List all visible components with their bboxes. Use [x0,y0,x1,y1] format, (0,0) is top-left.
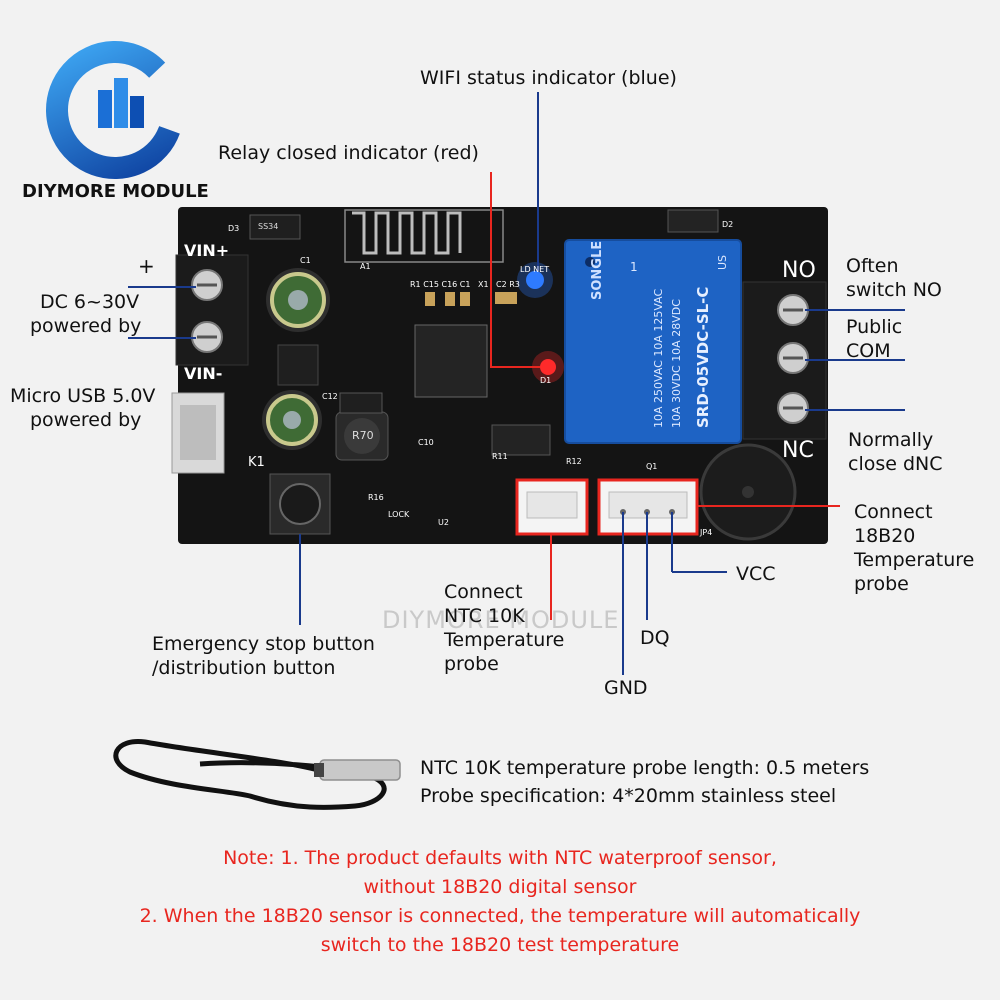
probe-info-spec: Probe specification: 4*20mm stainless st… [420,785,837,807]
diymore-logo [46,41,184,179]
label-wifi-indicator: WIFI status indicator (blue) [420,67,677,89]
silk-d1: D1 [540,376,552,385]
brand-name: DIYMORE MODULE [22,181,209,202]
relay-us: US [716,254,729,270]
silk-inductor: R70 [352,429,374,442]
label-vcc: VCC [736,563,776,585]
label-ds18b20-1: Connect [854,501,933,523]
label-relay-indicator: Relay closed indicator (red) [218,142,479,164]
label-ds18b20-2: 18B20 [854,525,916,547]
silk-ic-d3: SS34 [258,222,279,231]
relay [564,239,742,444]
silk-x1: X1 [478,280,489,289]
antenna-trace [352,211,462,255]
silk-r12: R12 [566,457,582,466]
silk-nc: NC [782,438,814,463]
silk-d3: D3 [228,224,240,233]
label-ds18b20-4: probe [854,573,909,595]
label-button-2: /distribution button [152,657,336,679]
silk-jp4: JP4 [700,528,713,537]
silk-vin-plus: VIN+ [184,241,230,260]
label-dq: DQ [640,627,670,649]
label-usb-power-2: powered by [30,409,142,431]
label-no-1: Often [846,255,899,277]
silk-led-net: LD NET [520,265,550,274]
note-line-2: without 18B20 digital sensor [363,876,637,898]
note-line-3: 2. When the 18B20 sensor is connected, t… [139,905,861,927]
silk-vin-minus: VIN- [184,364,223,383]
relay-number: 1 [630,260,638,274]
label-ntc-1: Connect [444,581,523,603]
relay-brand: SONGLE [590,240,605,300]
silk-k1: K1 [248,455,265,470]
mcu-chip [414,324,488,398]
label-nc-2: close dNC [848,453,943,475]
silk-r1c15: R1 C15 C16 C1 [410,280,471,289]
relay-led [540,359,556,375]
relay-model: SRD-05VDC-SL-C [694,286,712,428]
label-usb-power-1: Micro USB 5.0V [10,385,156,407]
silk-c12: C12 [322,392,338,401]
label-ntc-2: NTC 10K [444,605,525,627]
relay-rating-1: 10A 250VAC 10A 125VAC [652,288,665,428]
silk-u2: U2 [438,518,449,527]
label-no-2: switch NO [846,279,942,301]
label-com-1: Public [846,316,903,338]
callout-lines [128,92,905,675]
silk-c1: C1 [300,256,311,265]
probe-tip [314,759,401,781]
label-nc-1: Normally [848,429,934,451]
red-callout-lines [490,172,840,620]
label-com-2: COM [846,340,891,362]
silk-r16: R16 [368,493,384,502]
label-plus: + [138,254,155,278]
label-dc-power-1: DC 6~30V [40,291,140,313]
label-dc-power-2: powered by [30,315,142,337]
label-gnd: GND [604,677,648,699]
note-line-1: Note: 1. The product defaults with NTC w… [223,847,777,869]
silk-c10: C10 [418,438,434,447]
label-ds18b20-3: Temperature [854,549,975,571]
silk-lock: LOCK [388,510,410,519]
note-line-4: switch to the 18B20 test temperature [320,934,680,956]
silk-no: NO [782,258,816,283]
probe-info-length: NTC 10K temperature probe length: 0.5 me… [420,757,870,779]
silk-c2r3: C2 R3 [496,280,520,289]
wifi-led [526,271,544,289]
silk-d2: D2 [722,220,734,229]
label-button-1: Emergency stop button [152,633,375,655]
relay-rating-2: 10A 30VDC 10A 28VDC [670,299,683,428]
watermark: DIYMORE MODULE [382,606,620,634]
label-ntc-3: Temperature [444,629,565,651]
silk-a1: A1 [360,262,371,271]
silk-q1: Q1 [646,462,658,471]
label-ntc-4: probe [444,653,499,675]
silk-r11: R11 [492,452,508,461]
